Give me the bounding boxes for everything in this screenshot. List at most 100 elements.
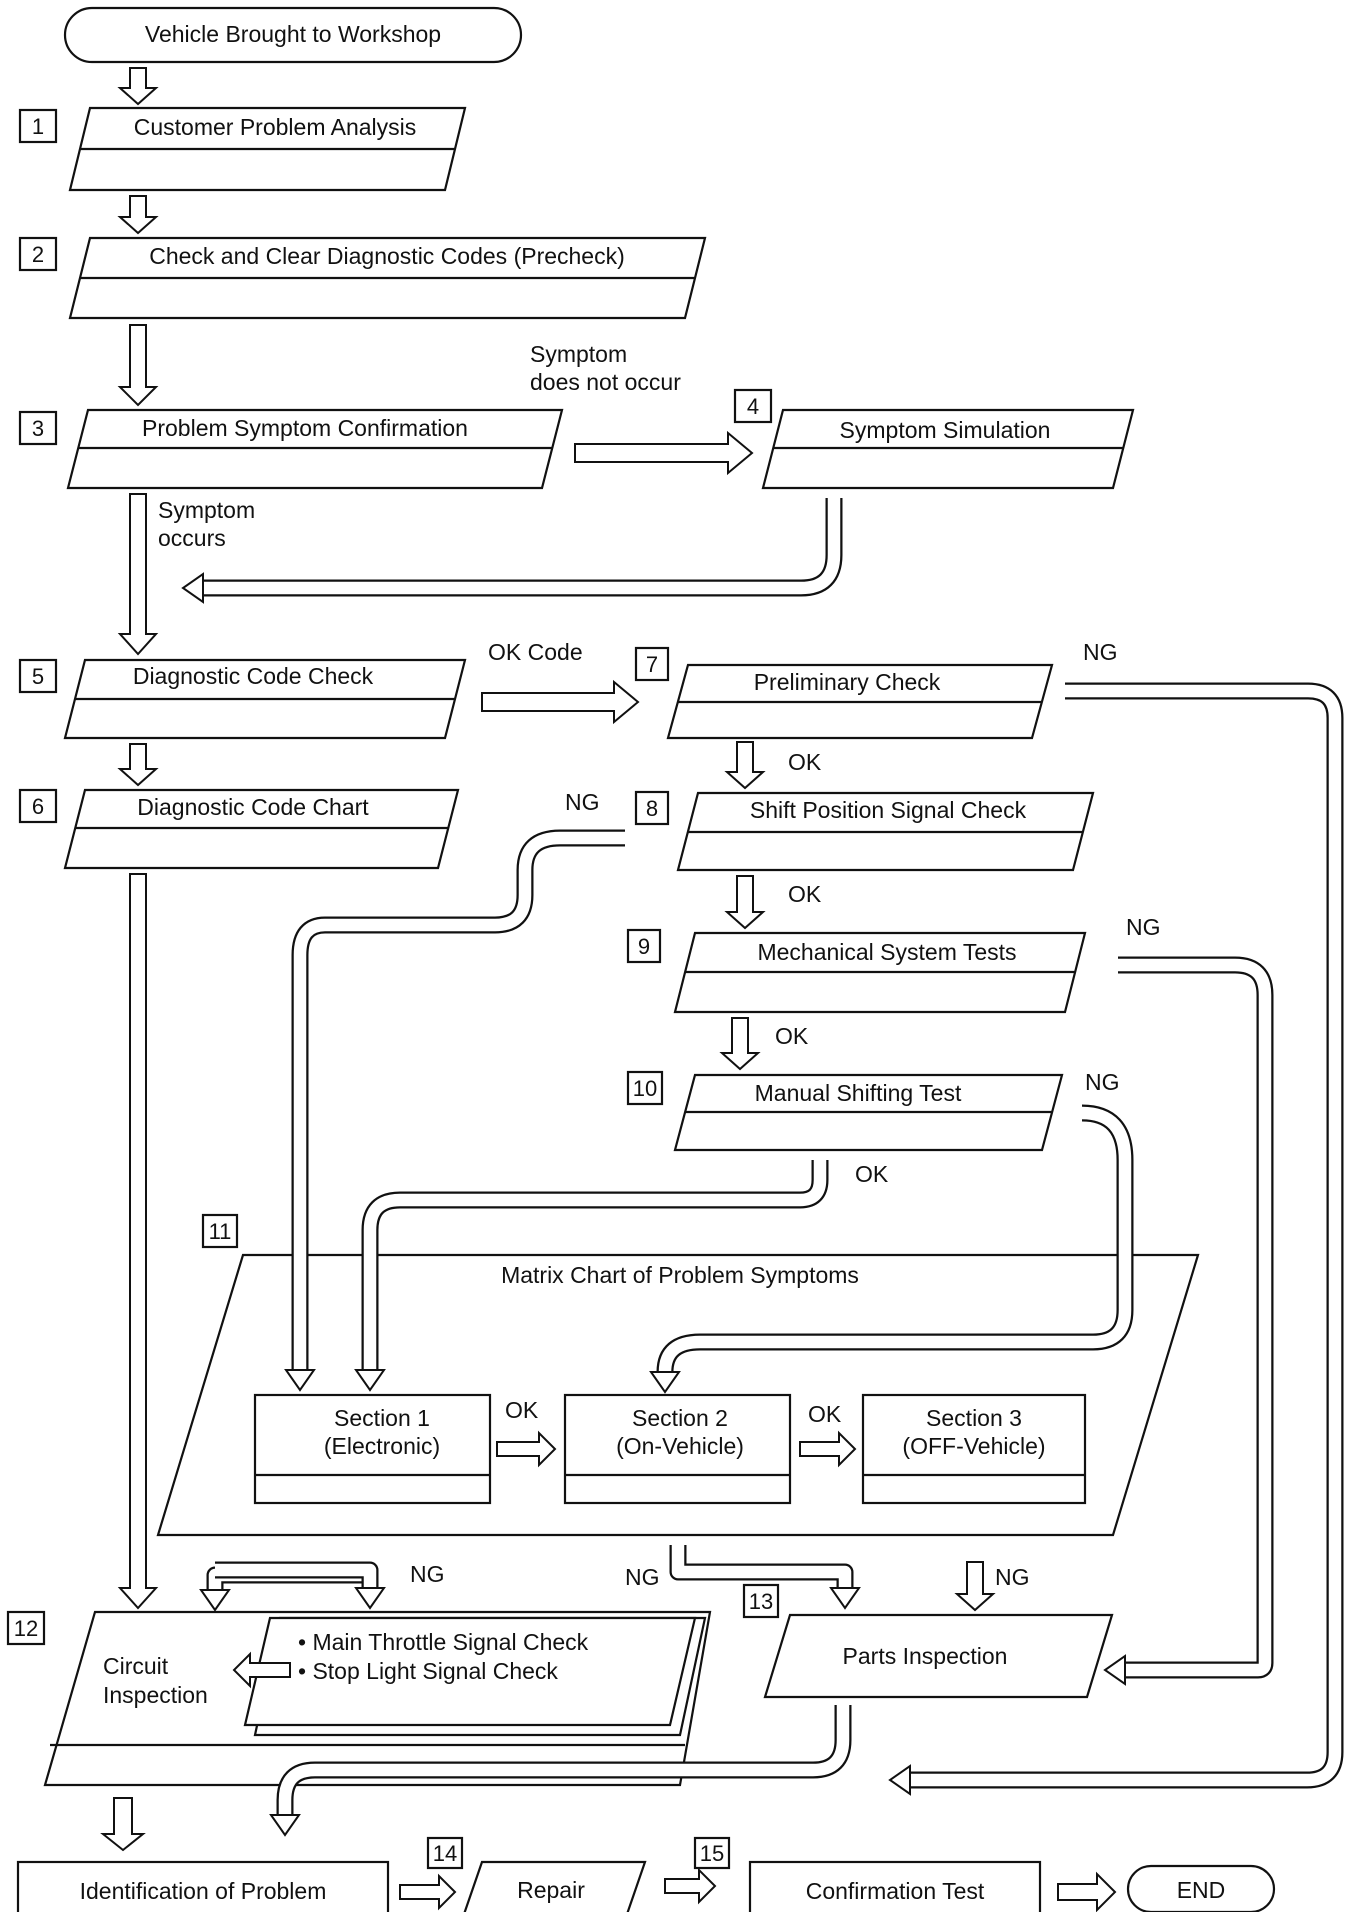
step-label: Parts Inspection [843, 1643, 1008, 1669]
arrow-section-3-to-13 [954, 1561, 996, 1612]
step-number: 14 [433, 1841, 457, 1866]
step-label: Customer Problem Analysis [134, 114, 417, 140]
step-4-symptom-simulation: 4 Symptom Simulation [733, 388, 1135, 490]
matrix-title: Matrix Chart of Problem Symptoms [501, 1262, 859, 1288]
arrow-1-to-2 [117, 195, 159, 235]
ok-label-section-1: OK [505, 1397, 539, 1423]
arrow-start-to-1 [117, 67, 159, 106]
arrow-5-to-6 [117, 743, 159, 787]
step-label: Mechanical System Tests [757, 939, 1016, 965]
step-12-circuit-inspection: 12 Circuit Inspection • Main Throttle Si… [6, 1610, 712, 1787]
arrow-6-to-12 [117, 873, 159, 1610]
arrow-section-1-ng-to-12 [199, 1566, 375, 1612]
ok-label-step-9: OK [775, 1023, 809, 1049]
arrow-5-to-7 [481, 679, 640, 725]
step-label: Check and Clear Diagnostic Codes (Preche… [149, 243, 625, 269]
step-label: Repair [517, 1877, 585, 1903]
ng-label-step-10: NG [1085, 1069, 1120, 1095]
step-14-repair: 14 Repair [426, 1836, 647, 1912]
step-1-customer-problem-analysis: 1 Customer Problem Analysis [18, 106, 467, 192]
ok-label-step-8: OK [788, 881, 822, 907]
section-subtitle: (On-Vehicle) [616, 1433, 744, 1459]
step-number: 8 [646, 796, 658, 821]
ng-label-step-9: NG [1126, 914, 1161, 940]
ng-label-step-7: NG [1083, 639, 1118, 665]
flow-connectors [100, 67, 1344, 1912]
arrow-12-to-identification [100, 1797, 146, 1852]
step-5-diagnostic-code-check: 5 Diagnostic Code Check [18, 658, 467, 740]
arrow-checks-to-circuit [232, 1651, 291, 1689]
circuit-inspection-line-1: Circuit [103, 1653, 169, 1679]
arrow-identification-to-14 [399, 1873, 457, 1911]
arrow-9-ng-to-13 [1103, 956, 1274, 1686]
step-6-diagnostic-code-chart: 6 Diagnostic Code Chart [18, 788, 460, 870]
step-13-parts-inspection: 13 Parts Inspection [742, 1583, 1114, 1699]
arrow-3-to-4 [574, 430, 754, 476]
step-number: 12 [14, 1616, 38, 1641]
step-number: 6 [32, 794, 44, 819]
arrow-15-to-end [1057, 1871, 1117, 1912]
step-label: Shift Position Signal Check [750, 797, 1027, 823]
arrow-8-ng-to-section-1 [284, 829, 625, 1392]
step-number: 9 [638, 934, 650, 959]
arrow-14-to-15 [664, 1867, 717, 1905]
section-title: Section 2 [632, 1405, 728, 1431]
end-label: END [1177, 1877, 1226, 1903]
section-1-electronic: Section 1 (Electronic) [253, 1393, 492, 1505]
section-3-off-vehicle: Section 3 (OFF-Vehicle) [861, 1393, 1087, 1505]
identification-of-problem: Identification of Problem [16, 1860, 390, 1912]
step-8-shift-position-signal-check: 8 Shift Position Signal Check [634, 790, 1095, 872]
step-9-mechanical-system-tests: 9 Mechanical System Tests [626, 928, 1087, 1014]
check-stop-light-signal: • Stop Light Signal Check [298, 1658, 558, 1684]
step-number: 2 [32, 242, 44, 267]
ok-code-label: OK Code [488, 639, 583, 665]
step-2-check-and-clear-codes: 2 Check and Clear Diagnostic Codes (Prec… [18, 236, 707, 320]
ng-label-section-2: NG [625, 1564, 660, 1590]
arrow-section-1-ng-to-checks [215, 1561, 386, 1610]
step-label: Diagnostic Code Check [133, 663, 374, 689]
section-title: Section 1 [334, 1405, 430, 1431]
step-7-preliminary-check: 7 Preliminary Check [634, 646, 1054, 740]
section-title: Section 3 [926, 1405, 1022, 1431]
end-terminal: END [1126, 1864, 1276, 1912]
symptom-does-not-occur-label-2: does not occur [530, 369, 681, 395]
arrow-section-2-to-3 [799, 1430, 857, 1468]
ok-label-step-7: OK [788, 749, 822, 775]
step-label: Confirmation Test [806, 1878, 985, 1904]
step-number: 15 [700, 1841, 724, 1866]
arrow-13-to-identification [269, 1705, 852, 1837]
step-number: 4 [747, 394, 759, 419]
ng-label-section-3: NG [995, 1564, 1030, 1590]
ok-label-step-10: OK [855, 1161, 889, 1187]
start-terminal: Vehicle Brought to Workshop [63, 6, 523, 64]
arrow-10-ng-to-section-2 [649, 1104, 1134, 1394]
arrow-8-to-9 [724, 875, 766, 930]
arrow-2-to-3 [117, 324, 159, 407]
ok-label-section-2: OK [808, 1401, 842, 1427]
step-number: 11 [209, 1219, 232, 1244]
arrow-section-1-to-2 [496, 1430, 557, 1468]
step-number: 3 [32, 416, 44, 441]
arrow-3-to-5 [117, 493, 159, 656]
section-subtitle: (Electronic) [324, 1433, 440, 1459]
symptom-occurs-label-1: Symptom [158, 497, 255, 523]
check-main-throttle-signal: • Main Throttle Signal Check [298, 1629, 589, 1655]
step-15-confirmation-test: 15 Confirmation Test [693, 1836, 1042, 1912]
arrow-7-to-8 [724, 741, 766, 790]
step-label: Preliminary Check [754, 669, 941, 695]
ng-label-section-1: NG [410, 1561, 445, 1587]
step-label: Problem Symptom Confirmation [142, 415, 468, 441]
section-2-on-vehicle: Section 2 (On-Vehicle) [563, 1393, 792, 1505]
arrow-4-return-to-main [181, 498, 843, 604]
step-10-manual-shifting-test: 10 Manual Shifting Test [626, 1070, 1064, 1152]
step-number: 5 [32, 664, 44, 689]
step-number: 7 [646, 652, 658, 677]
circuit-inspection-line-2: Inspection [103, 1682, 208, 1708]
arrow-section-2-ng-to-13 [669, 1545, 861, 1610]
symptom-occurs-label-2: occurs [158, 525, 226, 551]
step-number: 13 [749, 1589, 773, 1614]
step-number: 1 [32, 114, 44, 139]
section-subtitle: (OFF-Vehicle) [902, 1433, 1045, 1459]
step-label: Manual Shifting Test [755, 1080, 962, 1106]
step-label: Diagnostic Code Chart [137, 794, 369, 820]
